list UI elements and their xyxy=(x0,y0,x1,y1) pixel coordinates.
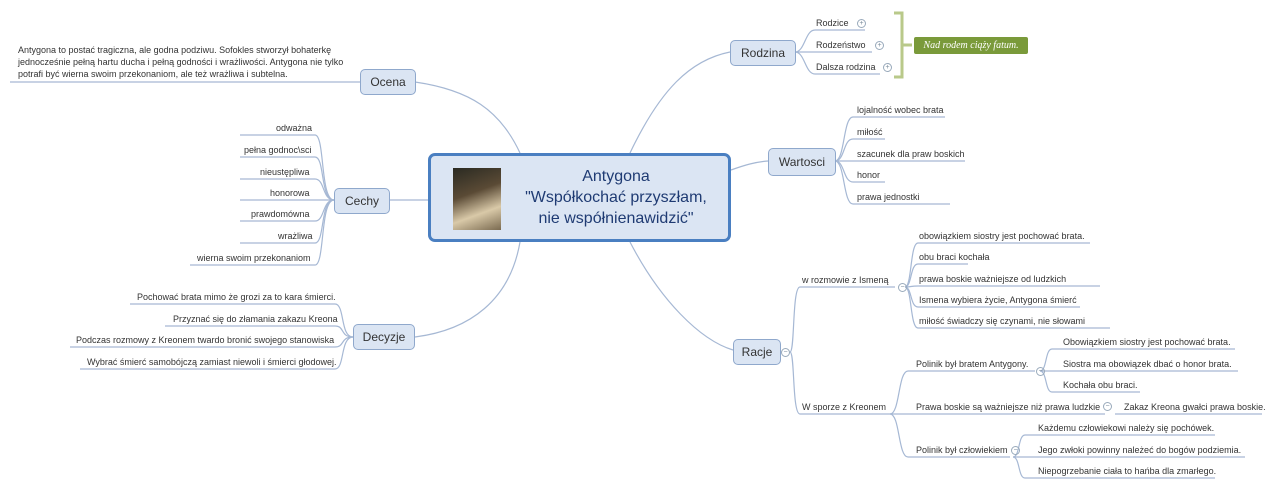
polinik-czlowiek-item[interactable]: Jego zwłoki powinny należeć do bogów pod… xyxy=(1038,445,1242,455)
ismena-item[interactable]: obowiązkiem siostry jest pochować brata. xyxy=(919,231,1085,241)
cechy-item[interactable]: wierna swoim przekonaniom xyxy=(197,253,311,263)
branch-rodzina[interactable]: Rodzina xyxy=(730,40,796,66)
polinik-brat-label[interactable]: Polinik był bratem Antygony. xyxy=(916,359,1029,369)
branch-rodzina-label: Rodzina xyxy=(740,46,786,60)
cechy-item[interactable]: odważna xyxy=(276,123,313,133)
wartosci-item[interactable]: lojalność wobec brata xyxy=(857,105,944,115)
polinik-brat-item[interactable]: Siostra ma obowiązek dbać o honor brata. xyxy=(1063,359,1232,369)
collapse-minus-icon[interactable]: − xyxy=(781,348,790,357)
polinik-brat-item[interactable]: Obowiązkiem siostry jest pochować brata. xyxy=(1063,337,1231,347)
collapse-minus-icon[interactable]: − xyxy=(1011,446,1020,455)
collapse-minus-icon[interactable]: − xyxy=(1103,402,1112,411)
branch-wartosci[interactable]: Wartosci xyxy=(768,148,836,176)
central-topic[interactable]: Antygona "Współkochać przyszłam, nie wsp… xyxy=(428,153,731,242)
polinik-czlowiek-item[interactable]: Każdemu człowiekowi należy się pochówek. xyxy=(1038,423,1215,433)
branch-racje-label: Racje xyxy=(741,345,773,359)
expand-plus-icon[interactable]: + xyxy=(857,19,866,28)
ocena-text: Antygona to postać tragiczna, ale godna … xyxy=(18,45,344,79)
branch-racje[interactable]: Racje xyxy=(733,339,781,365)
central-title-line1: Antygona xyxy=(582,168,650,185)
branch-decyzje[interactable]: Decyzje xyxy=(353,324,415,350)
ismena-item[interactable]: miłość świadczy się czynami, nie słowami xyxy=(919,316,1086,326)
cechy-item[interactable]: wrażliwa xyxy=(278,231,313,241)
branch-ocena[interactable]: Ocena xyxy=(360,69,416,95)
polinik-czlowiek-item[interactable]: Niepogrzebanie ciała to hańba dla zmarłe… xyxy=(1038,466,1217,476)
cechy-item[interactable]: honorowa xyxy=(270,188,310,198)
rodzina-item[interactable]: Dalsza rodzina xyxy=(816,62,876,72)
central-title: Antygona "Współkochać przyszłam, nie wsp… xyxy=(511,166,721,229)
polinik-czlowiek-label[interactable]: Polinik był człowiekiem xyxy=(916,445,1008,455)
racje-kreon-label[interactable]: W sporze z Kreonem xyxy=(802,402,887,412)
rodzina-item[interactable]: Rodzeństwo xyxy=(816,40,866,50)
branch-cechy[interactable]: Cechy xyxy=(334,188,390,214)
cechy-item[interactable]: prawdomówna xyxy=(251,209,310,219)
decyzje-item[interactable]: Przyznać się do złamania zakazu Kreona xyxy=(173,314,338,324)
decyzje-item[interactable]: Podczas rozmowy z Kreonem twardo bronić … xyxy=(76,335,335,345)
prawa-label[interactable]: Prawa boskie są ważniejsze niż prawa lud… xyxy=(916,402,1101,412)
decyzje-item[interactable]: Wybrać śmierć samobójczą zamiast niewoli… xyxy=(87,357,337,367)
wartosci-item[interactable]: szacunek dla praw boskich xyxy=(857,149,965,159)
wartosci-item[interactable]: miłość xyxy=(857,127,883,137)
decyzje-item[interactable]: Pochować brata mimo że grozi za to kara … xyxy=(137,292,336,302)
wartosci-item[interactable]: prawa jednostki xyxy=(857,192,920,202)
central-title-line3: nie współnienawidzić" xyxy=(538,210,694,227)
rodzina-item[interactable]: Rodzice xyxy=(816,18,849,28)
ismena-item[interactable]: obu braci kochała xyxy=(919,252,990,262)
collapse-minus-icon[interactable]: − xyxy=(1036,367,1045,376)
ismena-item[interactable]: Ismena wybiera życie, Antygona śmierć xyxy=(919,295,1077,305)
antygona-image xyxy=(453,168,501,230)
expand-plus-icon[interactable]: + xyxy=(883,63,892,72)
cechy-item[interactable]: nieustępliwa xyxy=(260,167,310,177)
collapse-minus-icon[interactable]: − xyxy=(898,283,907,292)
branch-cechy-label: Cechy xyxy=(344,194,379,208)
wartosci-item[interactable]: honor xyxy=(857,170,881,180)
branch-ocena-label: Ocena xyxy=(370,75,406,89)
branch-wartosci-label: Wartosci xyxy=(778,155,826,169)
prawa-item[interactable]: Zakaz Kreona gwałci prawa boskie. xyxy=(1124,402,1266,412)
ismena-item[interactable]: prawa boskie ważniejsze od ludzkich xyxy=(919,274,1067,284)
central-title-line2: "Współkochać przyszłam, xyxy=(525,189,707,206)
racje-ismena-label[interactable]: w rozmowie z Ismeną xyxy=(802,275,889,285)
polinik-brat-item[interactable]: Kochała obu braci. xyxy=(1063,380,1138,390)
fatum-callout[interactable]: Nad rodem ciąży fatum. xyxy=(914,37,1028,54)
expand-plus-icon[interactable]: + xyxy=(875,41,884,50)
branch-decyzje-label: Decyzje xyxy=(362,330,406,344)
cechy-item[interactable]: pełna godnoc\sci xyxy=(244,145,312,155)
